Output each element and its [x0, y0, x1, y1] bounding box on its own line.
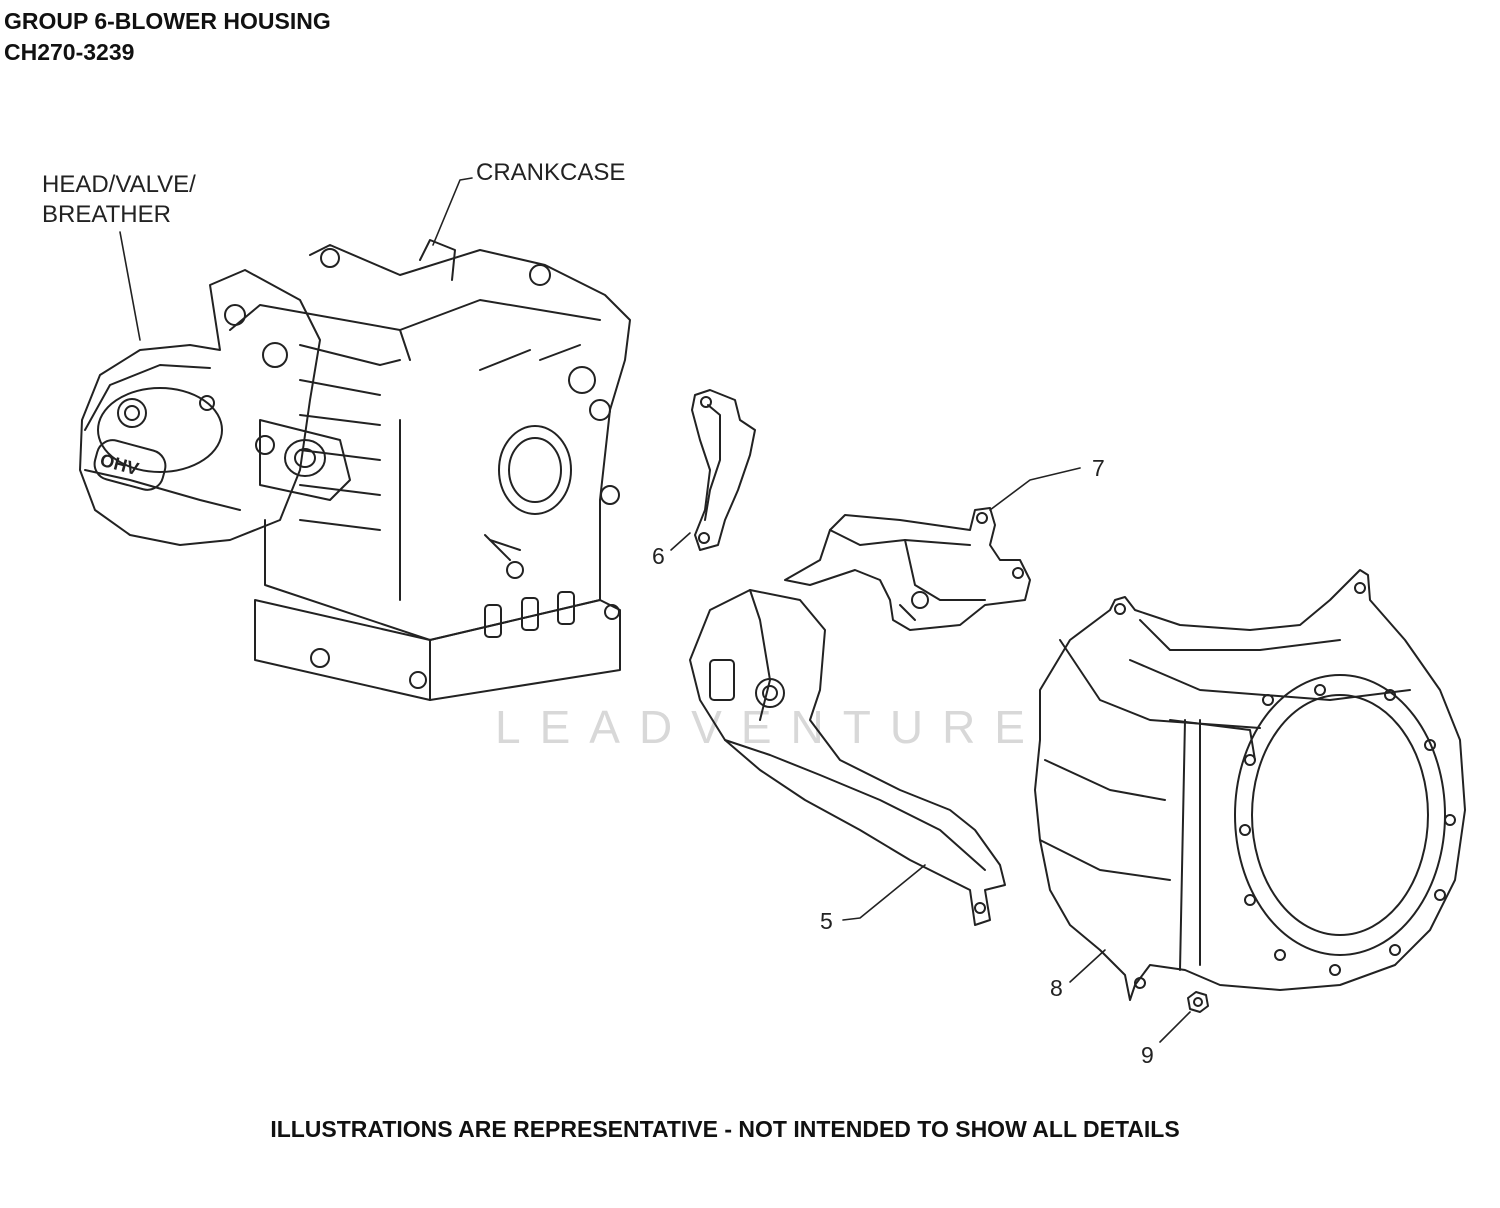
model-number: CH270-3239 — [4, 39, 135, 65]
head-valve-breather-label: HEAD/VALVE/ BREATHER — [42, 170, 196, 230]
callout-8: 8 — [1050, 975, 1063, 1001]
part-9-nut — [1187, 991, 1209, 1013]
callout-9: 9 — [1141, 1042, 1154, 1068]
part-7-shroud — [784, 507, 1031, 631]
callout-6: 6 — [652, 543, 665, 569]
head-label-line2: BREATHER — [42, 201, 171, 228]
part-6-bracket — [691, 389, 756, 551]
part-8-blower-housing — [1034, 569, 1466, 1001]
callout-5: 5 — [820, 908, 833, 934]
engine-assembly: OHV — [79, 239, 631, 701]
callout-7: 7 — [1092, 455, 1105, 481]
part-5-shroud — [689, 589, 1006, 926]
watermark: LEADVENTURE — [495, 701, 1044, 753]
leader-lines — [119, 177, 1191, 1043]
crankcase-label: CRANKCASE — [476, 159, 626, 186]
disclaimer-footer: ILLUSTRATIONS ARE REPRESENTATIVE - NOT I… — [270, 1116, 1180, 1142]
head-label-line1: HEAD/VALVE/ — [42, 171, 196, 198]
header: GROUP 6-BLOWER HOUSING CH270-3239 — [4, 6, 331, 68]
page-title: GROUP 6-BLOWER HOUSING — [4, 8, 331, 34]
